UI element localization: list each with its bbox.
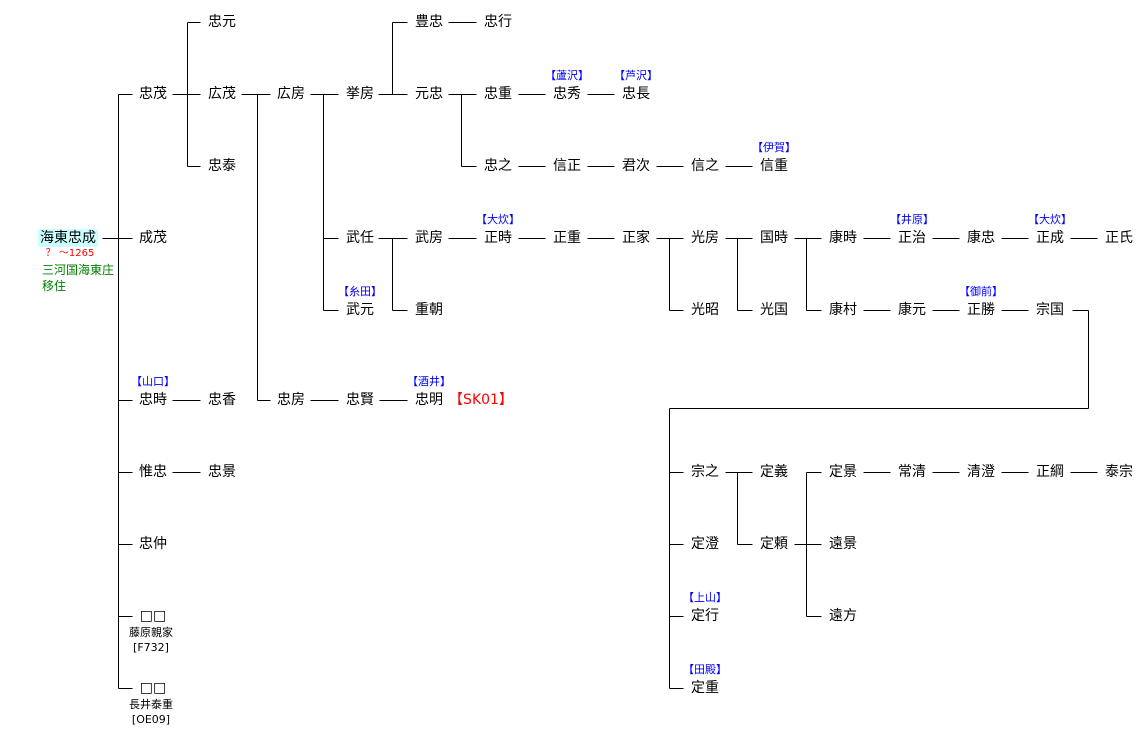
person-sadashige[interactable]: 定重 <box>691 680 719 696</box>
person-taketo[interactable]: 武任 <box>346 230 374 246</box>
person-unk1[interactable]: □□ <box>139 608 167 624</box>
person-masashige[interactable]: 正重 <box>553 230 581 246</box>
house-label-tadatoki: 【山口】 <box>131 375 175 388</box>
person-tadakage[interactable]: 忠景 <box>208 464 236 480</box>
person-nobushige[interactable]: 信重 <box>760 158 788 174</box>
house-label-tadaaki: 【酒井】 <box>407 375 451 388</box>
person-masakatsu[interactable]: 正勝 <box>967 302 995 318</box>
code-unk1: [F732] <box>133 641 169 654</box>
person-sadayuki[interactable]: 定行 <box>691 608 719 624</box>
person-tadakata[interactable]: 忠賢 <box>346 392 374 408</box>
person-toyotada[interactable]: 豊忠 <box>415 14 443 30</box>
person-tadashige0[interactable]: 忠茂 <box>139 86 167 102</box>
person-hiroshige[interactable]: 広茂 <box>208 86 236 102</box>
person-tadanaka[interactable]: 忠仲 <box>139 536 167 552</box>
person-tadaaki[interactable]: 忠明 <box>415 392 443 408</box>
code-tadaaki: 【SK01】 <box>449 392 513 408</box>
person-tokata[interactable]: 遠方 <box>829 608 857 624</box>
person-tadashige[interactable]: 忠重 <box>484 86 512 102</box>
house-label-masanari: 【大炊】 <box>1028 213 1072 226</box>
person-tadafusa[interactable]: 忠房 <box>277 392 305 408</box>
person-sadayori[interactable]: 定頼 <box>760 536 788 552</box>
root-dates: ？ ～1265 <box>45 248 95 259</box>
person-sadakage[interactable]: 定景 <box>829 464 857 480</box>
person-narishige[interactable]: 成茂 <box>139 230 167 246</box>
person-masatoki[interactable]: 正時 <box>484 230 512 246</box>
house-label-tadahide: 【蘆沢】 <box>545 69 589 82</box>
root-note-line2: 移住 <box>42 279 67 293</box>
house-label-masatoki: 【大炊】 <box>476 213 520 226</box>
person-tadahide[interactable]: 忠秀 <box>553 86 581 102</box>
person-tadayuki[interactable]: 忠行 <box>484 14 512 30</box>
house-label-masaharu: 【井原】 <box>890 213 934 226</box>
person-tadamoto[interactable]: 忠元 <box>208 14 236 30</box>
person-kunitoki[interactable]: 国時 <box>760 230 788 246</box>
person-muneyuki[interactable]: 宗之 <box>691 464 719 480</box>
person-yasumura[interactable]: 康村 <box>829 302 857 318</box>
code-unk2: [OE09] <box>131 713 171 726</box>
person-tsunekiyo[interactable]: 常清 <box>898 464 926 480</box>
person-tadaka[interactable]: 忠香 <box>208 392 236 408</box>
house-label-sadashige: 【田殿】 <box>683 663 727 676</box>
person-shigetomo[interactable]: 重朝 <box>415 302 443 318</box>
person-unk2[interactable]: □□ <box>139 680 167 696</box>
person-yasumune[interactable]: 泰宗 <box>1105 464 1133 480</box>
root-note-line1: 三河国海東庄 <box>42 263 115 277</box>
person-koretada[interactable]: 惟忠 <box>139 464 167 480</box>
house-label-takemoto: 【糸田】 <box>338 285 382 298</box>
person-hirofusa[interactable]: 広房 <box>277 86 305 102</box>
alias-unk1: 藤原親家 <box>129 626 173 639</box>
person-munekuni[interactable]: 宗国 <box>1036 302 1064 318</box>
person-yasutada[interactable]: 康忠 <box>967 230 995 246</box>
house-label-sadayuki: 【上山】 <box>683 591 727 604</box>
alias-unk2: 長井泰重 <box>129 698 173 711</box>
person-masanari[interactable]: 正成 <box>1036 230 1064 246</box>
person-kimitsugu[interactable]: 君次 <box>622 158 650 174</box>
person-yasumoto[interactable]: 康元 <box>898 302 926 318</box>
person-mitsufusa[interactable]: 光房 <box>691 230 719 246</box>
person-tadayasu[interactable]: 忠泰 <box>208 158 236 174</box>
person-masauji[interactable]: 正氏 <box>1105 230 1133 246</box>
person-sadazumi[interactable]: 定澄 <box>691 536 719 552</box>
house-label-masakatsu: 【御前】 <box>959 285 1003 298</box>
person-tadanaga[interactable]: 忠長 <box>622 86 650 102</box>
person-nobuyuki[interactable]: 信之 <box>691 158 719 174</box>
person-yasutoki[interactable]: 康時 <box>829 230 857 246</box>
person-kyofusa[interactable]: 挙房 <box>346 86 374 102</box>
person-mitsukuni[interactable]: 光国 <box>760 302 788 318</box>
person-sadayoshi[interactable]: 定義 <box>760 464 788 480</box>
house-label-tadanaga: 【芦沢】 <box>614 69 658 82</box>
person-takemoto[interactable]: 武元 <box>346 302 374 318</box>
person-tadatoki[interactable]: 忠時 <box>139 392 167 408</box>
person-masaie[interactable]: 正家 <box>622 230 650 246</box>
person-tadayuki2[interactable]: 忠之 <box>484 158 512 174</box>
person-nobumasa[interactable]: 信正 <box>553 158 581 174</box>
person-masatsuna[interactable]: 正綱 <box>1036 464 1064 480</box>
person-kiyosumi[interactable]: 清澄 <box>967 464 995 480</box>
person-mototada[interactable]: 元忠 <box>415 86 443 102</box>
person-tokage[interactable]: 遠景 <box>829 536 857 552</box>
house-label-nobushige: 【伊賀】 <box>752 141 796 154</box>
person-masaharu[interactable]: 正治 <box>898 230 926 246</box>
person-takefusa[interactable]: 武房 <box>415 230 443 246</box>
person-mitsuaki[interactable]: 光昭 <box>691 302 719 318</box>
root-person[interactable]: 海東忠成 <box>38 229 98 247</box>
